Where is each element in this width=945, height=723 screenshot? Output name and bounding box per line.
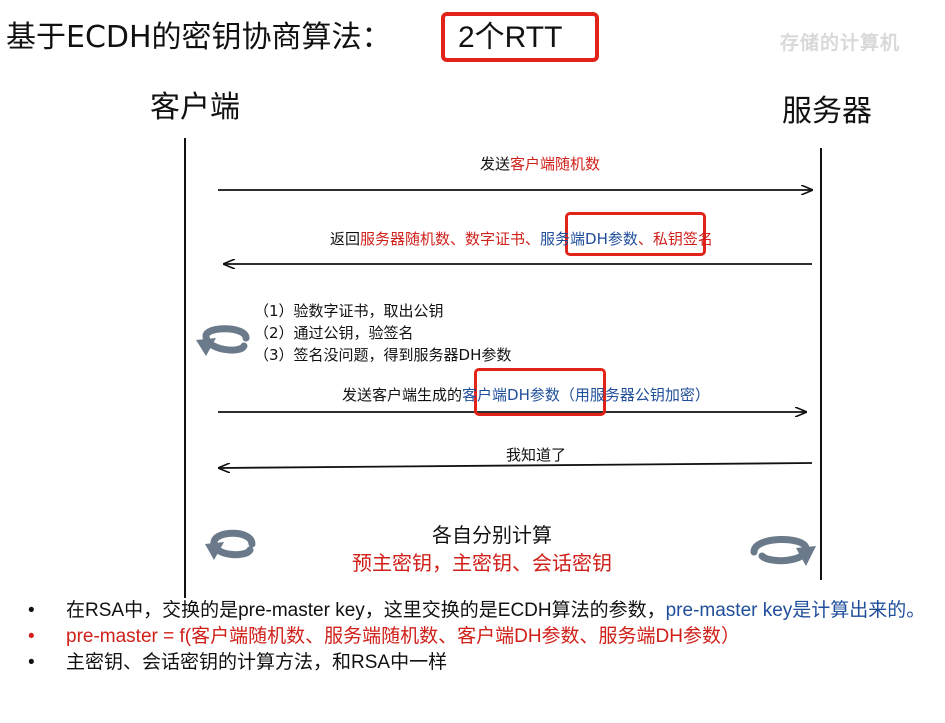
calc-subtitle: 预主密钥，主密钥、会话密钥: [352, 551, 612, 575]
client-verification-steps: （1）验数字证书，取出公钥 （2）通过公钥，验签名 （3）签名没问题，得到服务器…: [254, 300, 511, 366]
bullet-list: • 在RSA中，交换的是pre-master key，这里交换的是ECDH算法的…: [28, 598, 938, 676]
bullet-dot: •: [28, 600, 35, 621]
bullet-text: 主密钥、会话密钥的计算方法，和RSA中一样: [66, 652, 448, 673]
encrypt-note-text: （用服务器公钥加密）: [559, 386, 710, 404]
rtt-label: 2个RTT: [458, 21, 563, 54]
page-title: 基于ECDH的密钥协商算法：: [6, 20, 392, 55]
bullet-text: pre-master = f(客户端随机数、服务端随机数、客户端DH参数、服务端…: [66, 626, 741, 647]
bullet-item-key-calculation: • 主密钥、会话密钥的计算方法，和RSA中一样: [28, 650, 938, 676]
verification-step: （2）通过公钥，验签名: [254, 324, 414, 342]
verification-step: （3）签名没问题，得到服务器DH参数: [254, 346, 512, 364]
message-client-dh: 发送客户端生成的客户端DH参数（用服务器公钥加密）: [342, 385, 710, 405]
private-key-signature-text: 、私钥签名: [637, 230, 713, 248]
server-dh-highlight-box: [565, 212, 706, 256]
message-prefix: 返回: [330, 230, 361, 248]
server-random-cert-text: 服务器随机数、数字证书、: [360, 230, 541, 248]
client-random-text: 客户端随机数: [510, 155, 601, 173]
bullet-text: 在RSA中，交换的是pre-master key，这里交换的是ECDH算法的参数…: [66, 600, 666, 621]
client-dh-highlight-box: [474, 368, 606, 416]
server-label: 服务器: [782, 94, 872, 129]
bullet-dot: •: [28, 626, 35, 647]
message-prefix: 发送: [480, 155, 511, 173]
message-prefix: 发送客户端生成的: [342, 386, 463, 404]
loop-icon-client-compute: [205, 529, 256, 560]
server-lifeline: [820, 148, 822, 580]
bullet-item-rsa-comparison: • 在RSA中，交换的是pre-master key，这里交换的是ECDH算法的…: [28, 598, 938, 624]
bullet-item-pre-master-formula: • pre-master = f(客户端随机数、服务端随机数、客户端DH参数、服…: [28, 624, 938, 650]
loop-icon-server-compute: [750, 535, 816, 566]
client-dh-params-text: 客户端DH参数: [462, 386, 560, 404]
watermark: 存储的计算机: [780, 32, 901, 54]
arrow-server-to-client-2: [219, 462, 813, 468]
client-lifeline: [184, 138, 186, 598]
rtt-highlight-box: [441, 12, 599, 62]
bullet-text-highlight: pre-master key是计算出来的。: [665, 600, 926, 621]
bullet-dot: •: [28, 652, 35, 673]
message-client-random: 发送客户端随机数: [480, 154, 600, 174]
server-dh-params-text: 服务端DH参数: [540, 230, 638, 248]
loop-icon-client-verify: [196, 325, 250, 356]
message-ack: 我知道了: [506, 446, 567, 464]
client-label: 客户端: [150, 90, 240, 125]
calc-title: 各自分别计算: [432, 523, 552, 547]
message-server-response: 返回服务器随机数、数字证书、服务端DH参数、私钥签名: [330, 229, 713, 249]
verification-step: （1）验数字证书，取出公钥: [254, 302, 444, 320]
